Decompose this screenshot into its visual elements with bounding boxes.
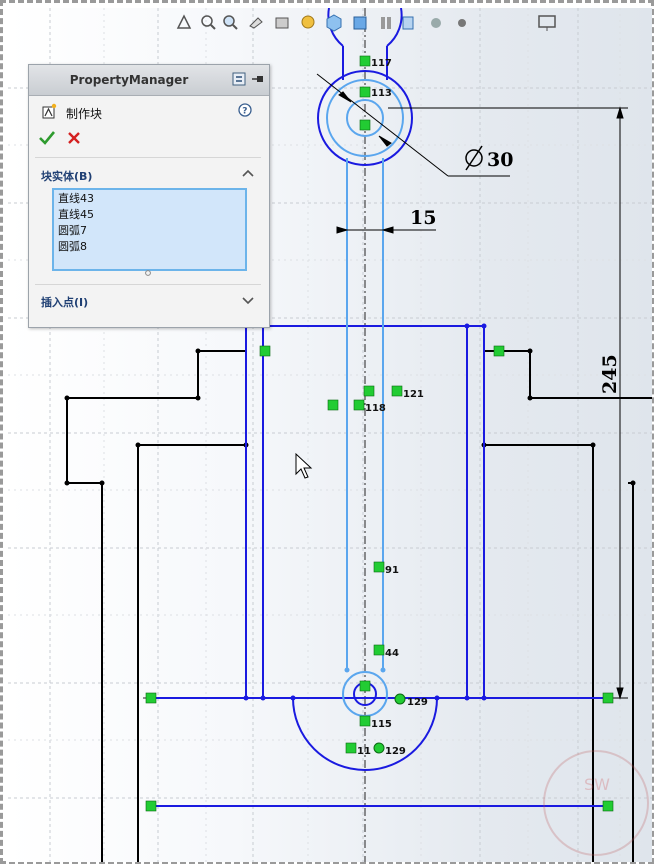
display-style-icon — [353, 16, 367, 30]
appearance-icon — [402, 16, 414, 30]
make-block-icon — [42, 103, 57, 119]
section-view-icon — [275, 17, 289, 29]
insertion-point-section-label[interactable]: 插入点(I) — [41, 296, 89, 309]
svg-text:?: ? — [242, 107, 247, 117]
dynamic-annotation-icon — [301, 15, 315, 29]
svg-text:115: 115 — [371, 719, 392, 730]
view-settings-icon — [458, 19, 466, 27]
property-manager-title: PropertyManager — [69, 73, 189, 87]
sketch-lines[interactable] — [151, 8, 608, 807]
view-orientation-icon — [176, 14, 192, 29]
list-item[interactable]: 圆弧8 — [58, 240, 87, 253]
heads-up-toolbar[interactable] — [176, 14, 556, 32]
point-labels: 117 113 121 118 91 44 129 115 11 129 — [357, 58, 428, 757]
height-dimension[interactable] — [388, 106, 628, 700]
watermark-logo: SW — [543, 750, 649, 856]
diameter-value[interactable]: 30 — [487, 149, 513, 171]
width-dimension[interactable] — [336, 226, 436, 234]
scene-icon — [431, 18, 441, 28]
svg-text:113: 113 — [371, 88, 392, 99]
property-manager-header[interactable]: PropertyManager — [29, 65, 269, 96]
black-vertices — [64, 348, 636, 486]
list-item[interactable]: 圆弧7 — [58, 224, 87, 237]
graphics-area[interactable]: 30 15 245 — [8, 8, 652, 862]
previous-view-icon — [249, 17, 263, 29]
chevron-down-icon[interactable] — [242, 297, 254, 305]
svg-text:SW: SW — [584, 775, 610, 794]
block-entities-list[interactable]: 直线43 直线45 圆弧7 圆弧8 — [52, 188, 247, 271]
svg-text:11: 11 — [357, 746, 371, 757]
separator — [35, 284, 261, 285]
svg-text:121: 121 — [403, 389, 424, 400]
pin-icon[interactable] — [251, 72, 265, 86]
coincident-markers[interactable] — [373, 693, 406, 754]
mouse-cursor-icon — [295, 452, 313, 479]
diameter-dimension[interactable] — [316, 73, 510, 177]
selected-entities[interactable] — [326, 79, 404, 717]
svg-text:129: 129 — [407, 697, 428, 708]
sketch-canvas[interactable]: 30 15 245 — [8, 8, 652, 862]
command-title: 制作块 — [66, 107, 103, 121]
width-value[interactable]: 15 — [410, 207, 436, 229]
block-entities-section-label[interactable]: 块实体(B) — [41, 170, 93, 183]
list-item[interactable]: 直线43 — [58, 192, 94, 205]
list-item[interactable]: 直线45 — [58, 208, 94, 221]
property-manager-panel[interactable]: PropertyManager 制作块 ? 块实 — [28, 64, 270, 328]
height-value[interactable]: 245 — [599, 354, 621, 394]
svg-text:118: 118 — [365, 403, 386, 414]
black-geometry[interactable] — [66, 350, 652, 862]
selected-vertices — [344, 667, 386, 673]
monitor-icon — [538, 15, 556, 31]
detach-panel-icon[interactable] — [232, 72, 246, 86]
diameter-symbol-icon — [465, 145, 483, 171]
grid — [8, 8, 652, 862]
cancel-x-icon[interactable] — [67, 131, 81, 145]
resize-grip-icon[interactable] — [145, 270, 151, 276]
zoom-fit-icon — [201, 15, 216, 30]
svg-text:129: 129 — [385, 746, 406, 757]
ok-checkmark-icon[interactable] — [39, 131, 55, 145]
hide-show-icon — [381, 17, 391, 29]
view-cube-icon — [326, 14, 342, 32]
separator — [35, 157, 261, 158]
relation-markers[interactable] — [145, 55, 614, 812]
zoom-area-icon — [223, 15, 238, 30]
svg-text:117: 117 — [371, 58, 392, 69]
help-icon[interactable]: ? — [238, 103, 252, 117]
chevron-up-icon[interactable] — [242, 169, 254, 177]
svg-text:44: 44 — [385, 648, 399, 659]
svg-text:91: 91 — [385, 565, 399, 576]
